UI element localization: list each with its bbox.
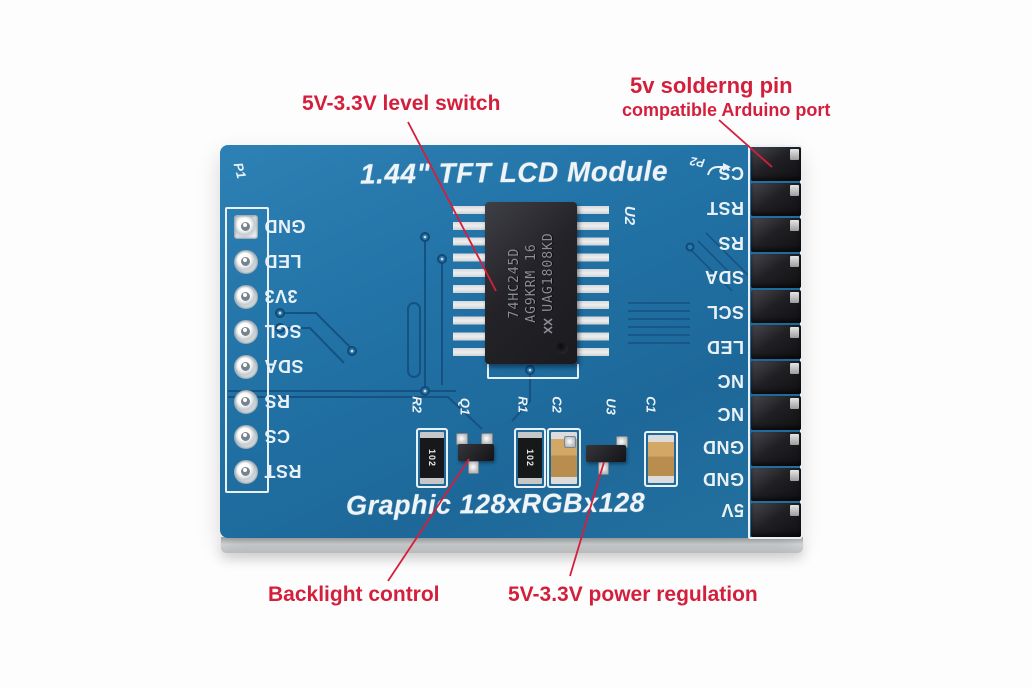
header-pin (751, 253, 801, 288)
nxp-logo-icon (543, 318, 553, 334)
pin-label-nc: NC (717, 404, 744, 424)
pin-label-gnd: GND (702, 437, 745, 457)
pin-label-led: LED (706, 337, 745, 357)
through-hole-pad (234, 320, 258, 344)
q1-pad (468, 461, 479, 474)
header-pin (751, 396, 801, 431)
pin-label-rs: RS (717, 233, 744, 253)
header-pin (751, 289, 801, 324)
pin-label-led: LED (264, 251, 302, 271)
transistor-q1 (458, 444, 494, 461)
annotation-arduino-port: compatible Arduino port (622, 100, 831, 120)
annotation-power-regulation: 5V-3.3V power regulation (508, 583, 758, 606)
pin-label-rst: RST (706, 198, 745, 218)
ref-designator-u3: U3 (603, 398, 619, 415)
pin-label-rst: RST (264, 461, 302, 481)
capacitor-c1 (644, 431, 678, 487)
header-silkscreen-outline (748, 145, 802, 539)
header-pin (751, 182, 801, 217)
ref-designator-r2: R2 (409, 396, 425, 413)
header-pin (751, 218, 801, 252)
through-hole-pad (234, 250, 258, 274)
through-hole-pad (234, 355, 258, 379)
header-pin (751, 325, 801, 359)
pin-label-5v: 5V (720, 500, 744, 520)
ref-designator-c2: C2 (549, 396, 565, 413)
ic-chip-74hc245: 74HC245D AG9KRM 16 UAG1808KD (485, 202, 577, 364)
ref-designator-p2: P2 (688, 153, 706, 171)
pin-label-sda: SDA (704, 267, 744, 287)
pin-label-scl: SCL (264, 321, 302, 341)
through-hole-pad (234, 460, 258, 484)
ic-pins-left (453, 206, 485, 358)
u3-pad (598, 462, 609, 475)
silkscreen-arrow-icon (707, 163, 731, 176)
regulator-u3 (586, 445, 626, 462)
board-subtitle: Graphic 128xRGBx128 (345, 487, 646, 521)
header-pin (751, 147, 801, 181)
header-pin (751, 467, 801, 502)
header-pin (751, 360, 801, 395)
ic-silkscreen-bracket (487, 364, 579, 379)
annotation-backlight: Backlight control (268, 583, 440, 606)
through-hole-pad (234, 390, 258, 414)
resistor-r2: 102 (416, 428, 448, 488)
ref-designator-u2: U2 (621, 205, 639, 226)
right-pin-header (751, 147, 801, 538)
board-title: 1.44" TFT LCD Module (359, 155, 669, 190)
pcb-board: 1.44" TFT LCD Module Graphic 128xRGBx128… (220, 145, 802, 539)
header-pin (751, 503, 801, 538)
pin-label-3v3: 3V3 (264, 286, 298, 306)
resistor-r1: 102 (514, 428, 546, 488)
pin-label-nc: NC (717, 371, 744, 391)
through-hole-pad (234, 425, 258, 449)
pin-label-gnd: GND (702, 469, 745, 489)
ic-pins-right (577, 206, 609, 358)
lcd-glass-edge (221, 537, 803, 553)
ic-marking: 74HC245D AG9KRM 16 UAG1808KD (485, 202, 577, 364)
header-pin (751, 432, 801, 466)
through-hole-pad (234, 285, 258, 309)
through-hole-pad (234, 215, 258, 239)
pin-label-rs: RS (264, 391, 291, 411)
pin-label-cs: CS (264, 426, 291, 446)
pin-label-sda: SDA (264, 356, 304, 376)
ref-designator-q1: Q1 (457, 397, 473, 416)
pin-label-scl: SCL (706, 302, 745, 322)
ic-dimple (556, 342, 568, 354)
annotation-level-switch: 5V-3.3V level switch (302, 92, 501, 115)
left-connector-outline (225, 207, 269, 493)
pin-label-gnd: GND (264, 216, 306, 236)
annotation-soldering-pin: 5v solderng pin (630, 73, 793, 98)
u3-pad (564, 436, 576, 448)
ref-designator-r1: R1 (515, 396, 531, 413)
